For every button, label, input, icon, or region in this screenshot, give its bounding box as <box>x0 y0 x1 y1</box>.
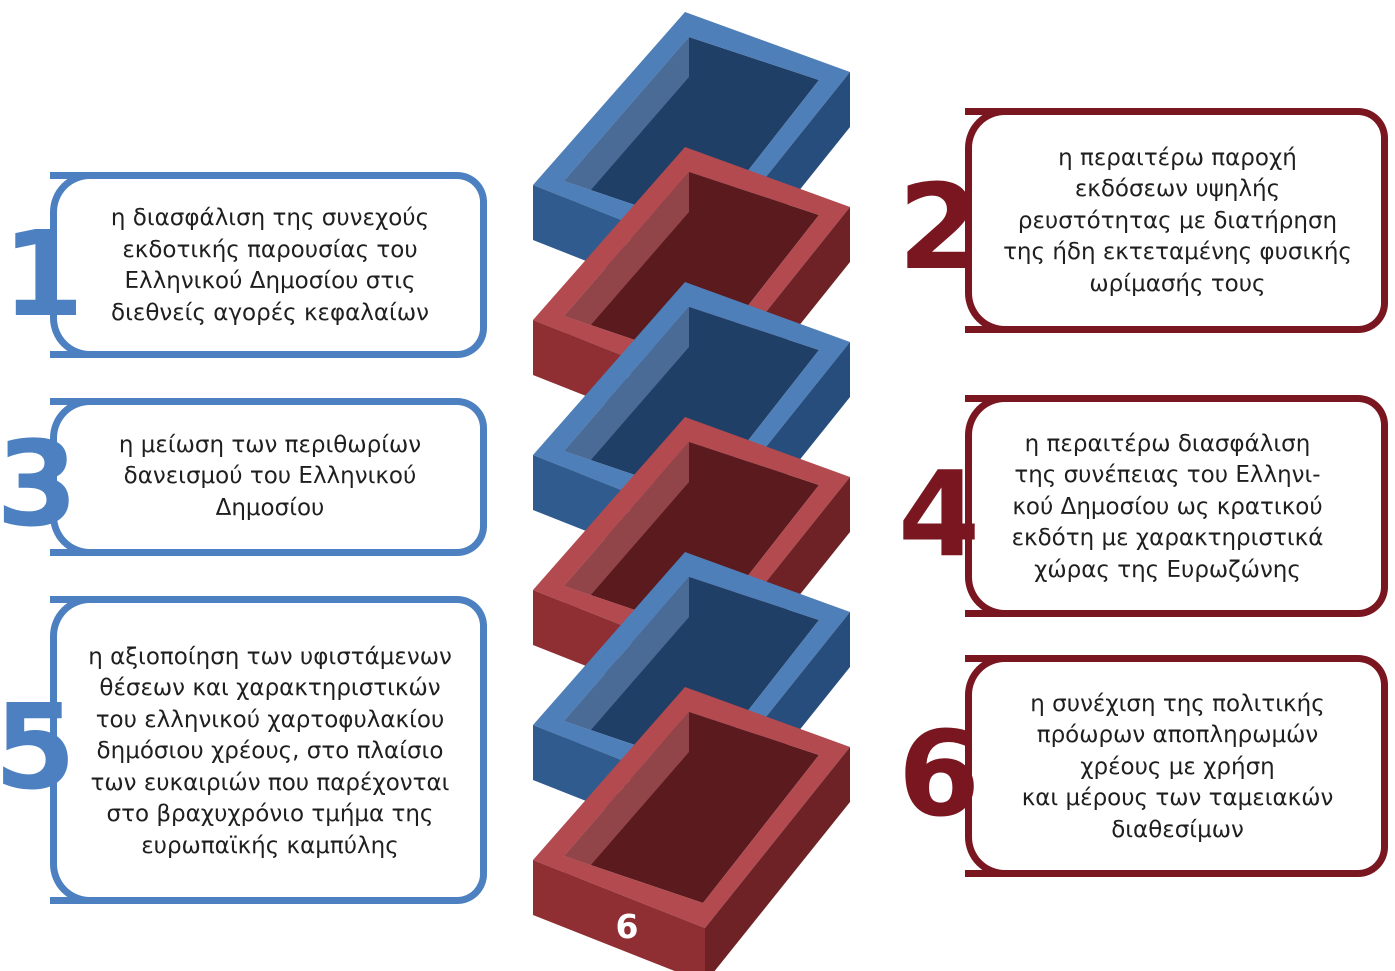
item-number-1: 1 <box>2 205 85 343</box>
item-2-text: η περαιτέρω παροχή εκδόσεων υψηλής ρευστ… <box>1003 144 1352 297</box>
item-2-frame <box>965 108 1388 333</box>
item-6-frame <box>965 655 1388 877</box>
item-6-text: η συνέχιση της πολιτικής πρόωρων αποπληρ… <box>1021 690 1334 843</box>
item-3-text: η μείωση των περιθωρίων δανεισμού του Ελ… <box>118 431 422 521</box>
item-5-frame <box>50 596 487 904</box>
item-1-frame <box>50 172 487 358</box>
tier-label-6: 6 <box>616 907 639 946</box>
item-5-text: η αξιοποίηση των υφιστάμενων θέσεων και … <box>88 643 452 859</box>
item-4-frame <box>965 395 1388 617</box>
item-1-text: η διασφάλιση της συνεχούς εκδοτικής παρο… <box>110 205 430 326</box>
item-3-frame <box>50 398 487 556</box>
tier-frame-6: 6 <box>533 687 850 971</box>
item-number-5: 5 <box>0 678 77 816</box>
item-4-text: η περαιτέρω διασφάλιση της συνέπειας του… <box>1011 430 1324 583</box>
